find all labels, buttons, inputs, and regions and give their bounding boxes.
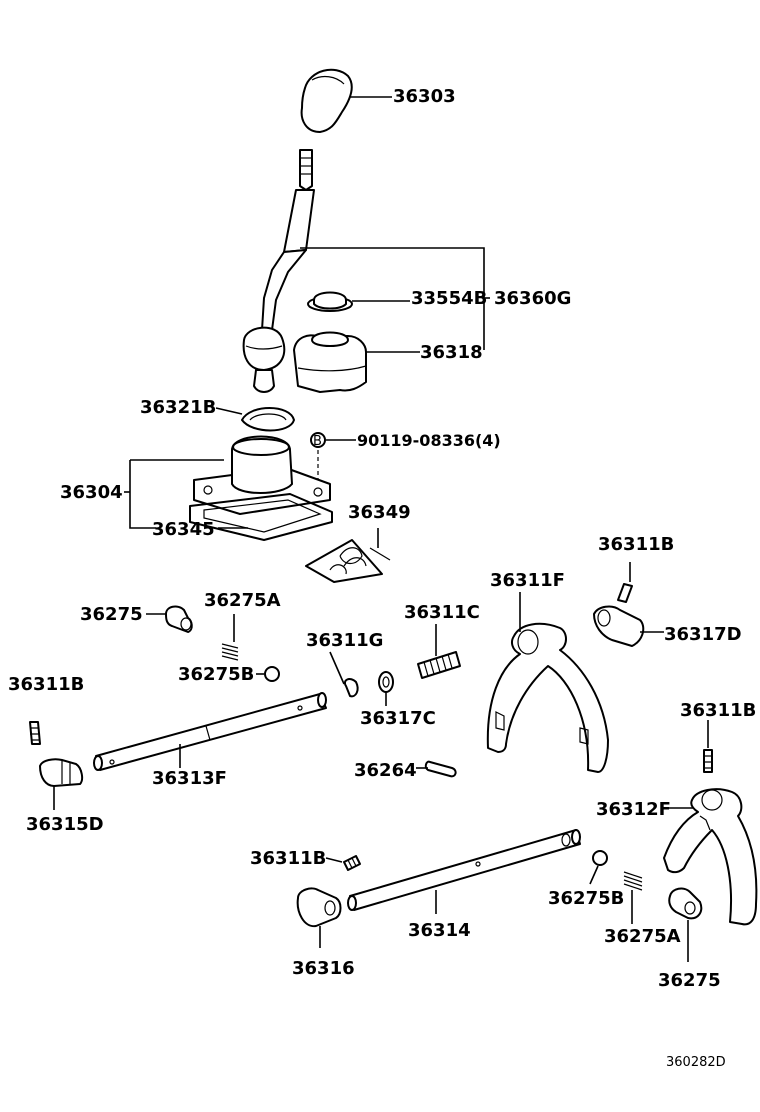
shift-shaft-36313f	[93, 692, 327, 771]
shift-knob	[300, 68, 353, 133]
label-36312f: 36312F	[596, 799, 671, 820]
drawing-code: 360282D	[666, 1055, 726, 1070]
label-36360g: 36360G	[494, 288, 571, 309]
label-36318: 36318	[420, 342, 483, 363]
pin-top-right	[617, 583, 633, 603]
shift-head-36315d	[39, 758, 84, 787]
label-36349: 36349	[348, 502, 411, 523]
pin-right	[703, 749, 713, 773]
shift-head-36317d	[593, 605, 645, 647]
shift-fork-36312f	[663, 788, 758, 926]
pin-left	[29, 721, 41, 745]
label-36311b-left: 36311B	[8, 674, 84, 695]
label-36275-right: 36275	[658, 970, 721, 991]
label-36313f: 36313F	[152, 768, 227, 789]
spring-36275a-right	[623, 871, 643, 891]
ball-right	[592, 850, 608, 866]
plug-right	[668, 887, 703, 920]
label-36311g: 36311G	[306, 630, 383, 651]
label-36275b-left: 36275B	[178, 664, 254, 685]
label-36303: 36303	[393, 86, 456, 107]
shift-fork-36311f	[486, 622, 609, 773]
spring-36349	[305, 539, 391, 583]
label-36345: 36345	[152, 519, 215, 540]
label-36311b-top: 36311B	[598, 534, 674, 555]
label-33554b: 33554B	[411, 288, 487, 309]
label-36321b: 36321B	[140, 397, 216, 418]
bolt-marker-circle	[310, 432, 326, 448]
housing-gasket	[189, 493, 333, 541]
label-36311b-bottom: 36311B	[250, 848, 326, 869]
spring-36275a-left	[221, 643, 239, 661]
label-36317d: 36317D	[664, 624, 742, 645]
label-36275-left: 36275	[80, 604, 143, 625]
washer-36317c	[378, 671, 394, 693]
label-36315d: 36315D	[26, 814, 104, 835]
pin-36311g	[344, 678, 359, 698]
shift-head-36316	[296, 887, 342, 928]
label-36304: 36304	[60, 482, 123, 503]
spring-36311c	[417, 651, 461, 679]
pin-bottom	[343, 855, 361, 871]
ball-left	[264, 666, 280, 682]
label-36311f: 36311F	[490, 570, 565, 591]
label-36317c: 36317C	[360, 708, 436, 729]
shift-housing	[193, 435, 331, 515]
label-bolt-marker: B	[313, 434, 322, 449]
label-36264: 36264	[354, 760, 417, 781]
lever-retainer	[307, 291, 353, 312]
shift-lever	[242, 149, 315, 393]
shift-boot	[293, 331, 367, 393]
shift-shaft-36314	[347, 829, 581, 911]
label-36275b-right: 36275B	[548, 888, 624, 909]
label-36275a-right: 36275A	[604, 926, 681, 947]
label-36311b-right: 36311B	[680, 700, 756, 721]
label-36314: 36314	[408, 920, 471, 941]
label-36275a-left: 36275A	[204, 590, 281, 611]
label-36316: 36316	[292, 958, 355, 979]
dowel-36264	[424, 760, 457, 778]
label-90119-08336: 90119-08336(4)	[357, 431, 501, 450]
label-36311c: 36311C	[404, 602, 480, 623]
snap-ring	[241, 407, 295, 432]
plug-left	[165, 605, 193, 633]
